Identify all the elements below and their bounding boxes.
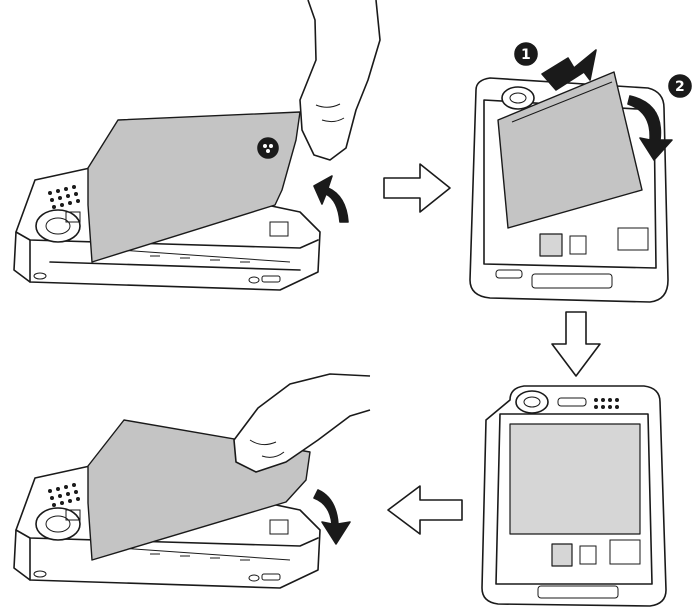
marker-2-label: 2: [675, 79, 685, 95]
step-4-replace-cover: [13, 373, 371, 589]
sim-slot: [539, 233, 563, 257]
battery: [497, 71, 643, 229]
step-2-remove-battery: 1 2: [469, 42, 692, 303]
flow-arrow-right: [383, 163, 451, 213]
battery-compartment: [509, 423, 641, 535]
step-3-open-compartment: [481, 385, 667, 607]
speaker-dots: [594, 398, 619, 409]
flow-arrow-left: [387, 485, 463, 535]
hand-finger-4: [233, 373, 371, 473]
lift-arrow: [313, 175, 349, 223]
hand-finger-1: [299, 0, 381, 161]
curve-arrow: [627, 95, 673, 161]
sim-slot-3: [551, 543, 573, 567]
marker-1-label: 1: [521, 47, 531, 63]
speaker-grid-4: [48, 483, 80, 507]
marker-2: [668, 74, 692, 98]
step-1-remove-cover: [13, 0, 381, 291]
speaker-grid: [48, 185, 80, 209]
back-cover: [87, 111, 301, 263]
push-arrow: [541, 49, 597, 91]
logo-badge: [257, 137, 279, 159]
press-arrow: [313, 489, 351, 545]
marker-1: [514, 42, 538, 66]
flow-arrow-down: [551, 311, 601, 377]
